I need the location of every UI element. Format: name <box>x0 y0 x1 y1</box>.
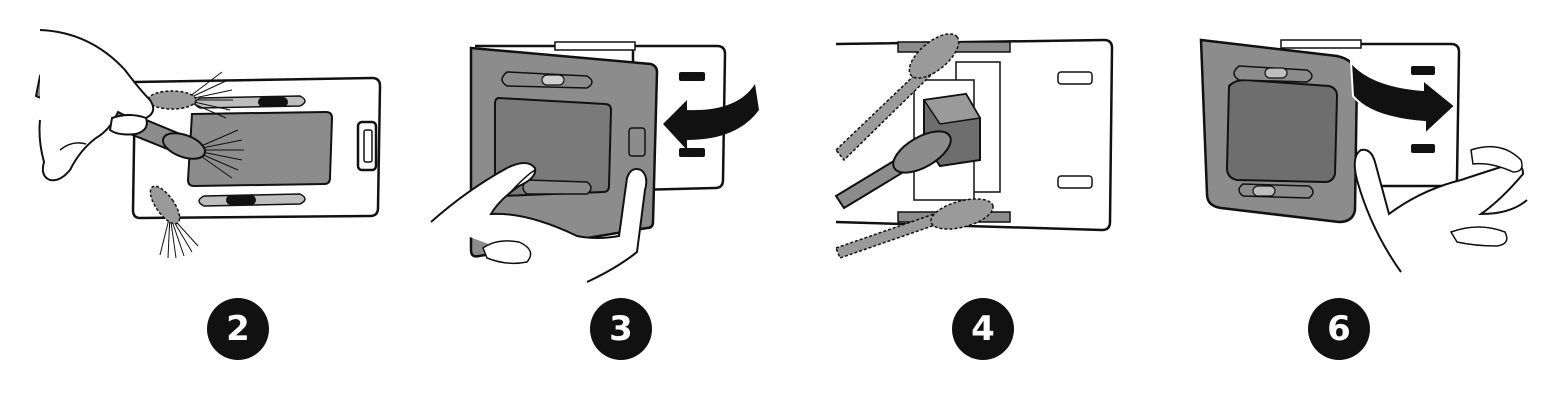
step-panel-6: 6 <box>1161 0 1548 403</box>
housing-slot <box>679 148 705 157</box>
housing-slot <box>1057 71 1093 85</box>
housing-slot <box>679 72 705 81</box>
step-number-badge: 2 <box>207 298 269 360</box>
swab-tip <box>892 130 952 174</box>
curved-arrow-left-icon <box>663 84 759 150</box>
step-panel-2: 2 <box>0 0 387 403</box>
hand <box>1353 148 1528 273</box>
step-number-badge: 4 <box>952 298 1014 360</box>
close-cover-illustration <box>1199 38 1528 273</box>
step-number-badge: 3 <box>590 298 652 360</box>
housing-slot <box>1057 175 1093 189</box>
swab-cleaning-illustration <box>834 33 1114 259</box>
housing-slot <box>1411 144 1435 153</box>
step-panel-3: 3 <box>387 0 774 403</box>
curved-arrow-right-icon <box>1349 59 1457 137</box>
step-panel-4: 4 <box>774 0 1161 403</box>
brush-cleaning-illustration <box>34 29 382 259</box>
open-cover-illustration <box>430 41 759 283</box>
filter-housing <box>475 44 727 192</box>
hand <box>430 162 648 283</box>
filter-pad <box>186 110 334 188</box>
housing-slot <box>1411 66 1435 75</box>
step-number-badge: 6 <box>1308 298 1370 360</box>
